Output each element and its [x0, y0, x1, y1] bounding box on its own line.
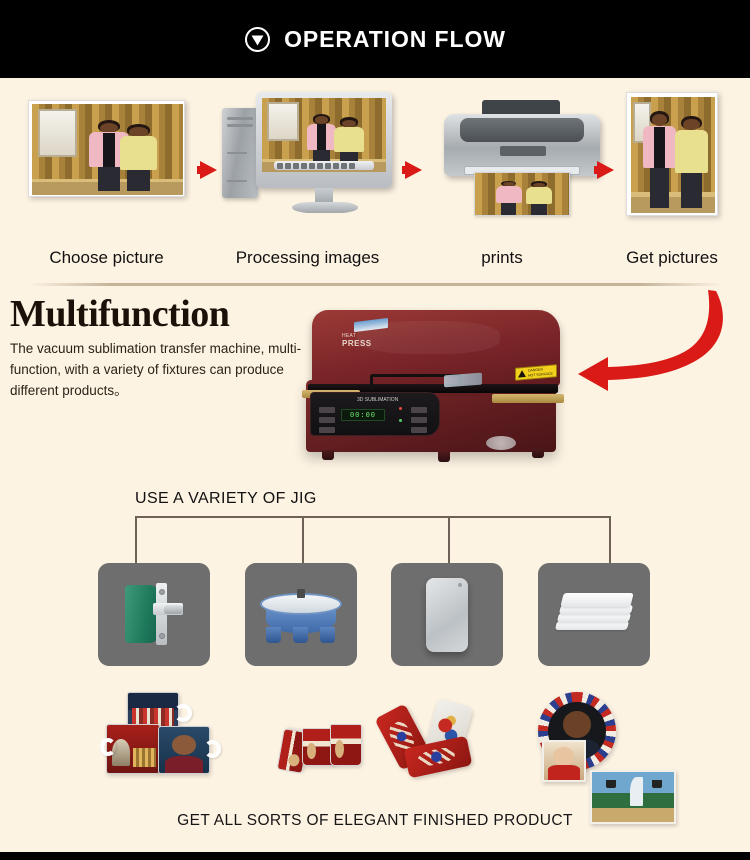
mug-jig-icon	[123, 582, 185, 647]
jig-bracket-connector	[120, 510, 630, 570]
panel-button-4[interactable]	[411, 407, 427, 413]
monitor-photo-image	[262, 98, 386, 172]
machine-brand-label: HEAT PRESS	[342, 333, 372, 348]
curved-red-arrow-left-icon	[556, 288, 750, 392]
flow-step-prints	[438, 100, 603, 220]
machine-3d-logo: 3D SUBLIMATION	[357, 397, 399, 403]
flow-label-choose-picture: Choose picture	[49, 248, 164, 267]
panel-led-red	[399, 407, 402, 410]
multifunction-description: The vacuum sublimation transfer machine,…	[10, 340, 302, 398]
panel-led-green	[399, 419, 402, 422]
product-printed-mugs	[100, 690, 230, 790]
section-divider	[28, 283, 722, 286]
bottom-bar	[0, 852, 750, 860]
phone-case-jig-icon	[426, 577, 468, 652]
jig-tile-plate[interactable]	[245, 563, 357, 666]
chevron-down-circle-icon	[244, 26, 271, 53]
page-header: OPERATION FLOW	[0, 0, 750, 78]
jig-tile-phone-case[interactable]	[391, 563, 503, 666]
flow-step-processing-images	[222, 92, 392, 217]
flow-arrow-2-icon	[402, 161, 422, 179]
flow-label-prints: prints	[481, 248, 523, 267]
flow-step-choose-picture	[28, 100, 185, 197]
jig-tile-mug[interactable]	[98, 563, 210, 666]
machine-control-panel[interactable]: 3D SUBLIMATION 00:00	[310, 392, 440, 436]
machine-display: 00:00	[341, 409, 385, 421]
panel-button-3[interactable]	[319, 427, 335, 433]
flow-label-processing-images: Processing images	[235, 248, 380, 267]
multifunction-title: Multifunction	[10, 293, 230, 335]
panel-button-2[interactable]	[319, 417, 335, 423]
panel-button-1[interactable]	[319, 407, 335, 413]
photo-tile-large	[590, 770, 676, 824]
product-printed-plates-tiles	[520, 690, 710, 824]
machine-blue-sticker	[354, 317, 388, 333]
flow-arrow-1-icon	[197, 161, 217, 179]
flow-step-get-pictures	[626, 92, 718, 216]
flow-arrow-3-icon	[594, 161, 614, 179]
products-caption: GET ALL SORTS OF ELEGANT FINISHED PRODUC…	[177, 812, 573, 829]
desktop-dock	[274, 161, 374, 170]
page-title: OPERATION FLOW	[284, 25, 506, 52]
panel-button-5[interactable]	[411, 417, 427, 423]
flow-label-get-pictures: Get pictures	[626, 248, 718, 267]
panel-button-6[interactable]	[411, 427, 427, 433]
multifunction-text-block: Multifunction The vacuum sublimation tra…	[10, 293, 310, 402]
final-photo-image	[631, 97, 715, 213]
jig-tile-towel[interactable]	[538, 563, 650, 666]
machine-bottom-logo	[486, 436, 516, 450]
product-printed-glasses	[268, 690, 378, 790]
product-printed-phone-cases	[374, 690, 522, 790]
towel-jig-icon	[554, 589, 634, 641]
jig-section-title: USE A VARIETY OF JIG	[135, 490, 317, 507]
couple-photo-image	[32, 104, 183, 195]
operation-flow-section: Choose picture	[0, 78, 750, 283]
plate-jig-icon	[260, 588, 342, 643]
photo-tile-small	[542, 740, 586, 782]
printed-photo-output	[474, 172, 570, 216]
